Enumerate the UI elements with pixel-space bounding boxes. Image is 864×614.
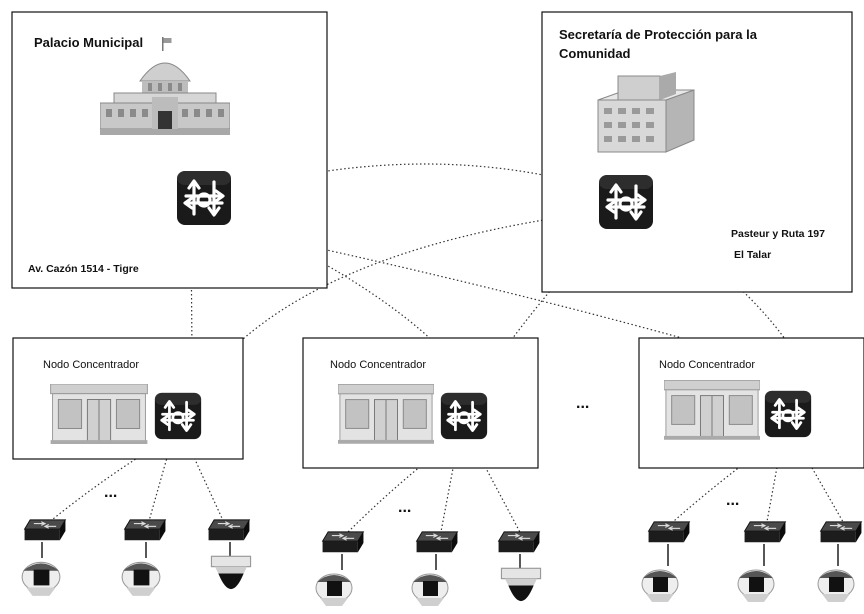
node-2-ellipsis: ...	[398, 499, 411, 516]
link-node2-switch1	[342, 441, 453, 538]
node-1-building-icon	[50, 384, 148, 444]
link-node1-switch1	[41, 439, 167, 529]
node-1-router-icon	[154, 392, 202, 440]
node-2-label: Nodo Concentrador	[330, 359, 426, 371]
camera-icon	[411, 573, 449, 607]
switch-icon	[207, 519, 251, 541]
secretaria-title-line2: Comunidad	[559, 46, 631, 61]
node-3-router-icon	[764, 390, 812, 438]
dome-camera-icon	[210, 555, 252, 590]
node-2-devices: ...	[315, 499, 542, 607]
node-2-router-icon	[440, 392, 488, 440]
node-3-label: Nodo Concentrador	[659, 359, 755, 371]
link-palacio-secretaria	[241, 163, 599, 189]
camera-icon	[21, 561, 61, 597]
camera-icon	[817, 569, 855, 603]
switch-icon	[497, 531, 541, 553]
node-1-devices: ...	[21, 484, 252, 597]
ellipsis-between-nodes: ...	[576, 395, 589, 412]
node-1-label: Nodo Concentrador	[43, 359, 139, 371]
dome-camera-icon	[500, 567, 542, 602]
palacio-title: Palacio Municipal	[34, 35, 143, 50]
switch-icon	[321, 531, 365, 553]
link-node3-switch1	[665, 439, 777, 529]
node-1-ellipsis: ...	[104, 484, 117, 501]
camera-icon	[737, 569, 775, 603]
link-node2-dome	[471, 441, 523, 537]
switch-icon	[819, 521, 863, 543]
secretaria-address-line2: El Talar	[734, 249, 771, 261]
switch-icon	[647, 521, 691, 543]
node-concentrador-3: Nodo Concentrador	[638, 337, 864, 469]
node-3-ellipsis: ...	[726, 492, 739, 509]
link-node3-switch2	[765, 439, 783, 528]
camera-icon	[315, 573, 353, 607]
palacio-router-icon	[176, 170, 232, 226]
node-2-building-icon	[338, 384, 434, 444]
node-concentrador-1: Nodo Concentrador	[12, 337, 244, 460]
site-palacio-municipal: Palacio Municipal Av. Cazón 1514 - Tigre	[11, 11, 328, 289]
secretaria-address-line1: Pasteur y Ruta 197	[731, 228, 825, 240]
node-concentrador-2: Nodo Concentrador	[302, 337, 539, 469]
switch-icon	[23, 519, 67, 541]
link-node1-switch2	[146, 439, 173, 529]
node-3-building-icon	[664, 380, 760, 440]
secretaria-router-icon	[598, 174, 654, 230]
link-secretaria-node1	[199, 211, 599, 386]
switch-icon	[123, 519, 167, 541]
secretaria-title-line1: Secretaría de Protección para la	[559, 27, 758, 42]
palacio-address: Av. Cazón 1514 - Tigre	[28, 263, 139, 275]
switch-icon	[743, 521, 787, 543]
switch-icon	[415, 531, 459, 553]
camera-icon	[121, 561, 161, 597]
site-secretaria: Secretaría de Protección para la Comunid…	[541, 11, 853, 293]
node-3-devices: ...	[641, 492, 863, 603]
palacio-frame	[11, 11, 328, 289]
camera-icon	[641, 569, 679, 603]
secretaria-frame	[541, 11, 853, 293]
